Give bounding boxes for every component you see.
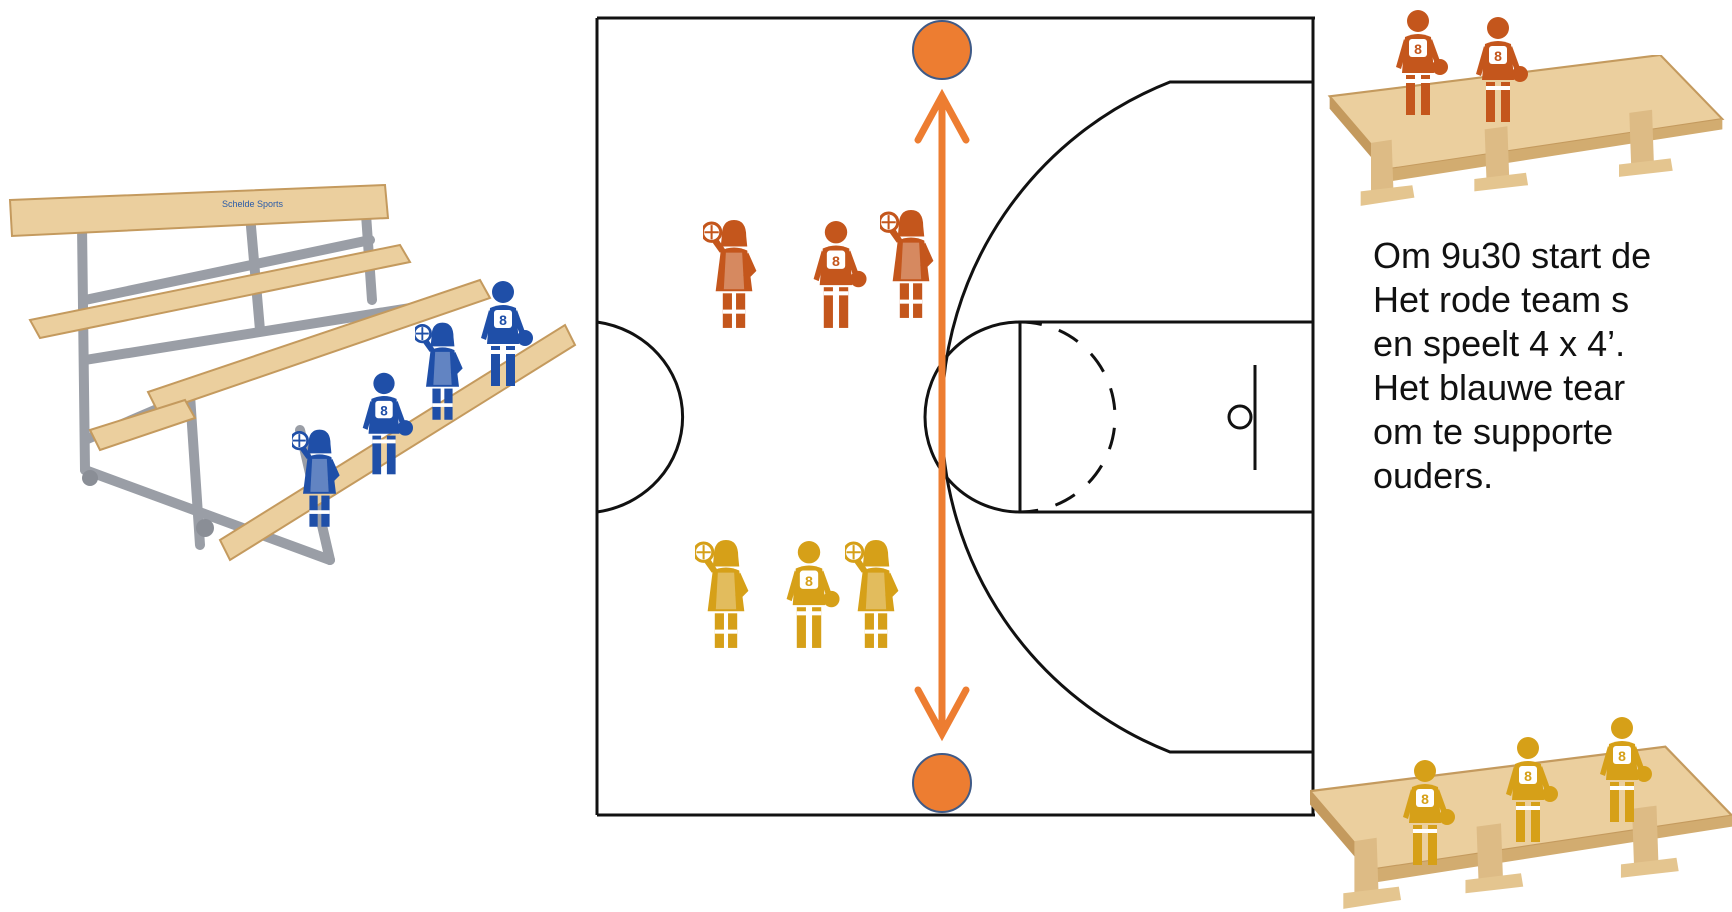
player-icon [814, 221, 867, 328]
player-icon [702, 220, 756, 328]
text-line: en speelt 4 x 4’. [1373, 322, 1651, 366]
player-icon [787, 541, 840, 648]
text-line: Het blauwe tear [1373, 366, 1651, 410]
text-line: ouders. [1373, 454, 1651, 498]
text-line: Om 9u30 start de [1373, 234, 1651, 278]
bleachers-brand: Schelde Sports [222, 199, 284, 209]
instruction-text: Om 9u30 start de Het rode team s en spee… [1373, 234, 1651, 498]
player-icon [844, 540, 898, 648]
text-line: Het rode team s [1373, 278, 1651, 322]
basketball-court [597, 18, 1315, 815]
player-icon [879, 210, 933, 318]
text-line: om te supporte [1373, 410, 1651, 454]
bleachers-icon: Schelde Sports [10, 185, 575, 560]
jump-ball-marker-icon [913, 754, 971, 812]
jump-ball-marker-icon [913, 21, 971, 79]
player-icon [694, 540, 748, 648]
